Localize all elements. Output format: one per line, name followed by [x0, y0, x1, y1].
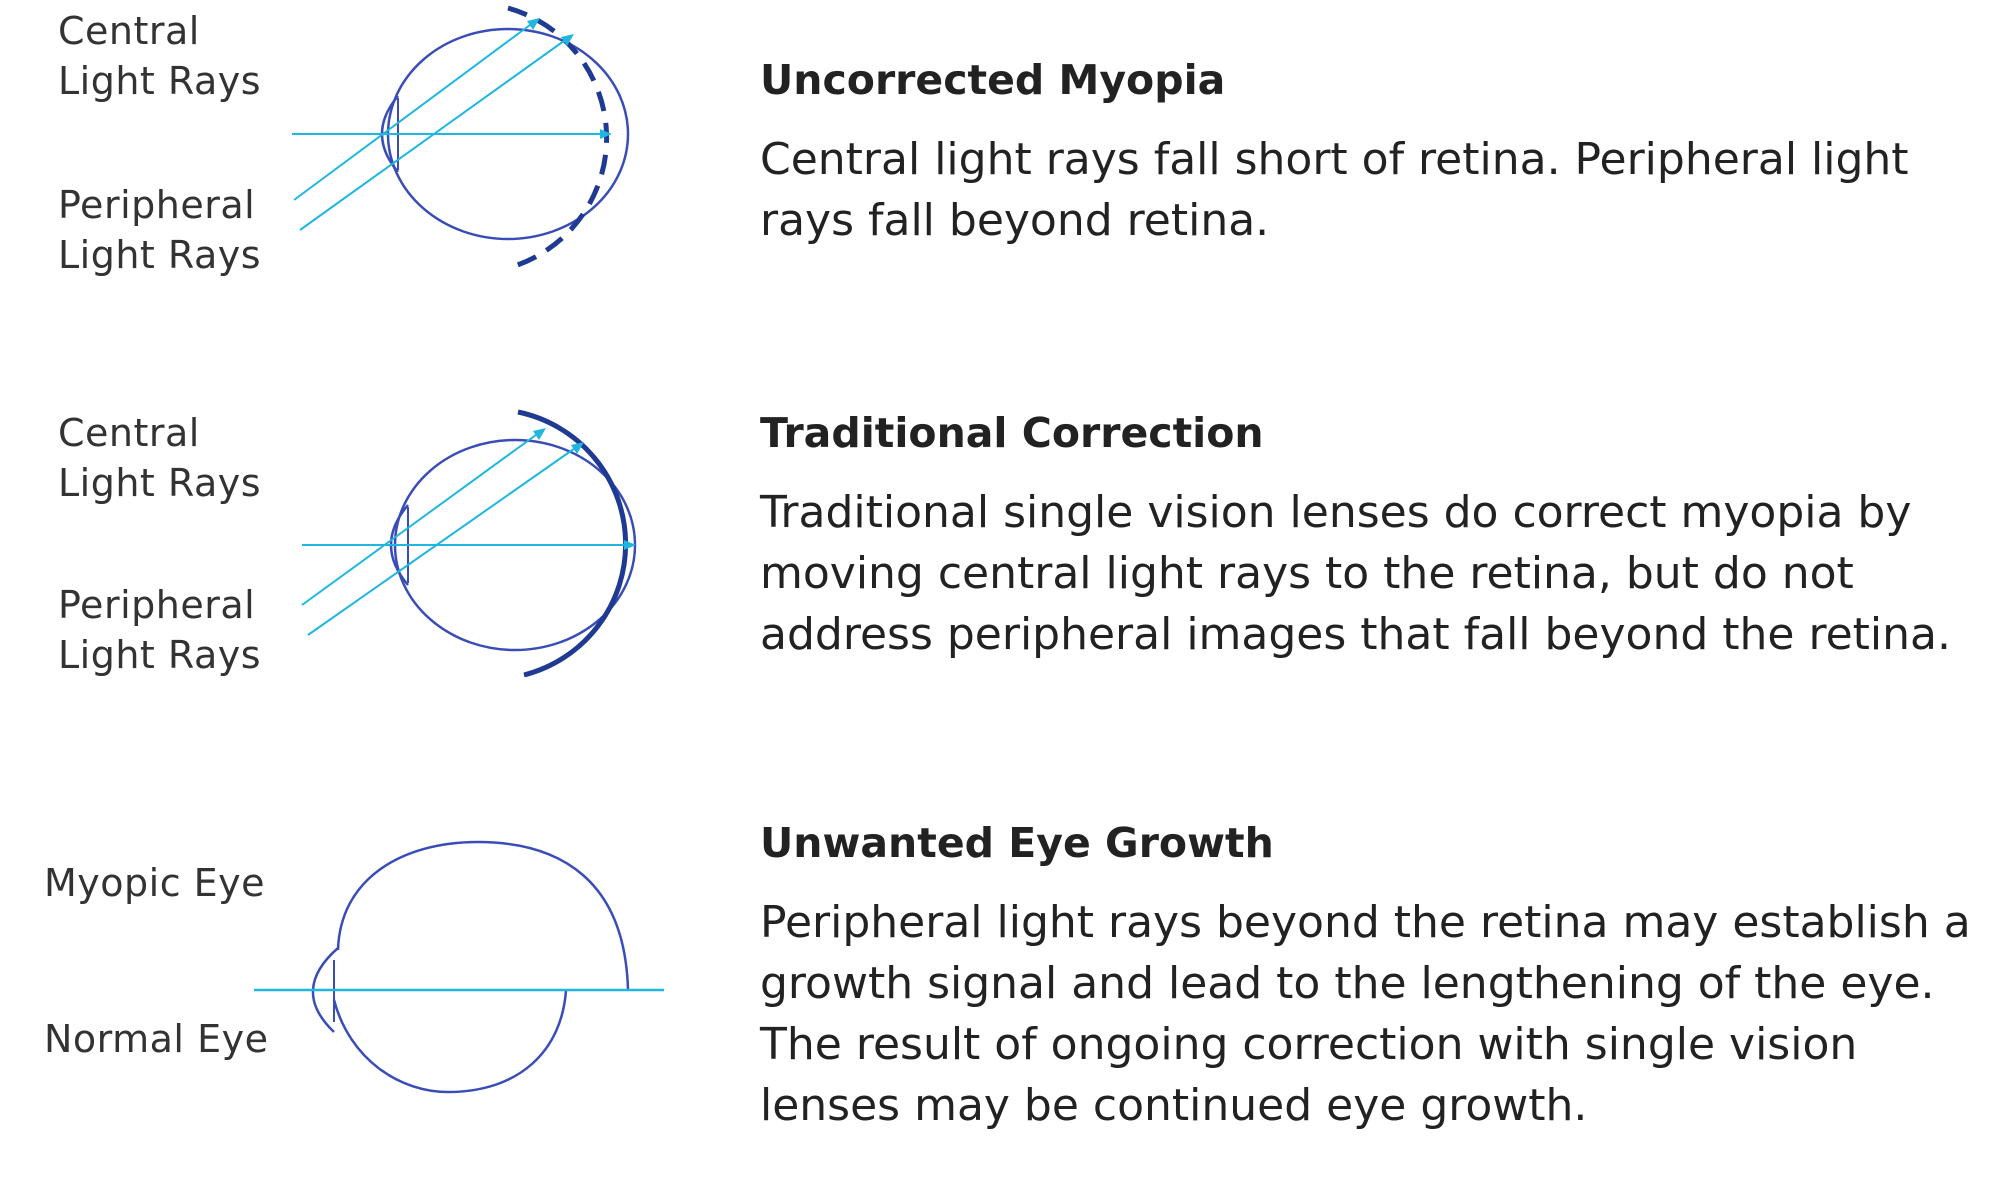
normal-eye-outline	[332, 989, 568, 1094]
traditional-correction-text: Traditional Correction Traditional singl…	[760, 408, 1975, 665]
section-title: Uncorrected Myopia	[760, 56, 1226, 104]
peripheral-ray-2-arrow	[561, 34, 574, 46]
section-uncorrected-myopia: Central Light Rays Peripheral Light Rays…	[0, 0, 2000, 320]
dashed-retina-arc	[507, 5, 610, 271]
peripheral-ray-2-arrow	[571, 442, 584, 454]
central-ray-arrow	[624, 540, 636, 550]
myopic-eye-label: Myopic Eye	[44, 861, 266, 905]
unwanted-eye-growth-eye-diagram	[254, 840, 664, 1094]
uncorrected-myopia-eye-diagram	[292, 5, 630, 271]
uncorrected-myopia-text: Uncorrected Myopia Central light rays fa…	[760, 55, 1975, 251]
peripheral-ray-1-arrow	[533, 428, 546, 440]
central-ray-arrow	[600, 129, 612, 139]
normal-eye-label: Normal Eye	[44, 1017, 269, 1061]
section-body: Traditional single vision lenses do corr…	[760, 487, 1951, 660]
central-light-rays-label: Central Light Rays	[58, 411, 262, 505]
central-light-rays-label: Central Light Rays	[58, 9, 262, 103]
peripheral-light-rays-label: Peripheral Light Rays	[58, 583, 262, 677]
section-title: Unwanted Eye Growth	[760, 819, 1274, 867]
section-body: Central light rays fall short of retina.…	[760, 134, 1909, 246]
section-unwanted-eye-growth: Myopic Eye Normal Eye Unwanted Eye Growt…	[0, 810, 2000, 1150]
peripheral-ray-1	[301, 431, 541, 606]
peripheral-ray-2	[307, 445, 579, 636]
peripheral-ray-1-arrow	[527, 18, 540, 30]
peripheral-ray-2	[299, 37, 569, 231]
traditional-correction-eye-diagram	[301, 409, 637, 678]
myopic-eye-outline	[336, 840, 630, 991]
section-body: Peripheral light rays beyond the retina …	[760, 897, 1971, 1131]
peripheral-light-rays-label: Peripheral Light Rays	[58, 183, 262, 277]
peripheral-ray-1	[293, 21, 535, 201]
section-title: Traditional Correction	[760, 409, 1264, 457]
section-traditional-correction: Central Light Rays Peripheral Light Rays…	[0, 400, 2000, 720]
unwanted-eye-growth-text: Unwanted Eye Growth Peripheral light ray…	[760, 818, 1975, 1136]
